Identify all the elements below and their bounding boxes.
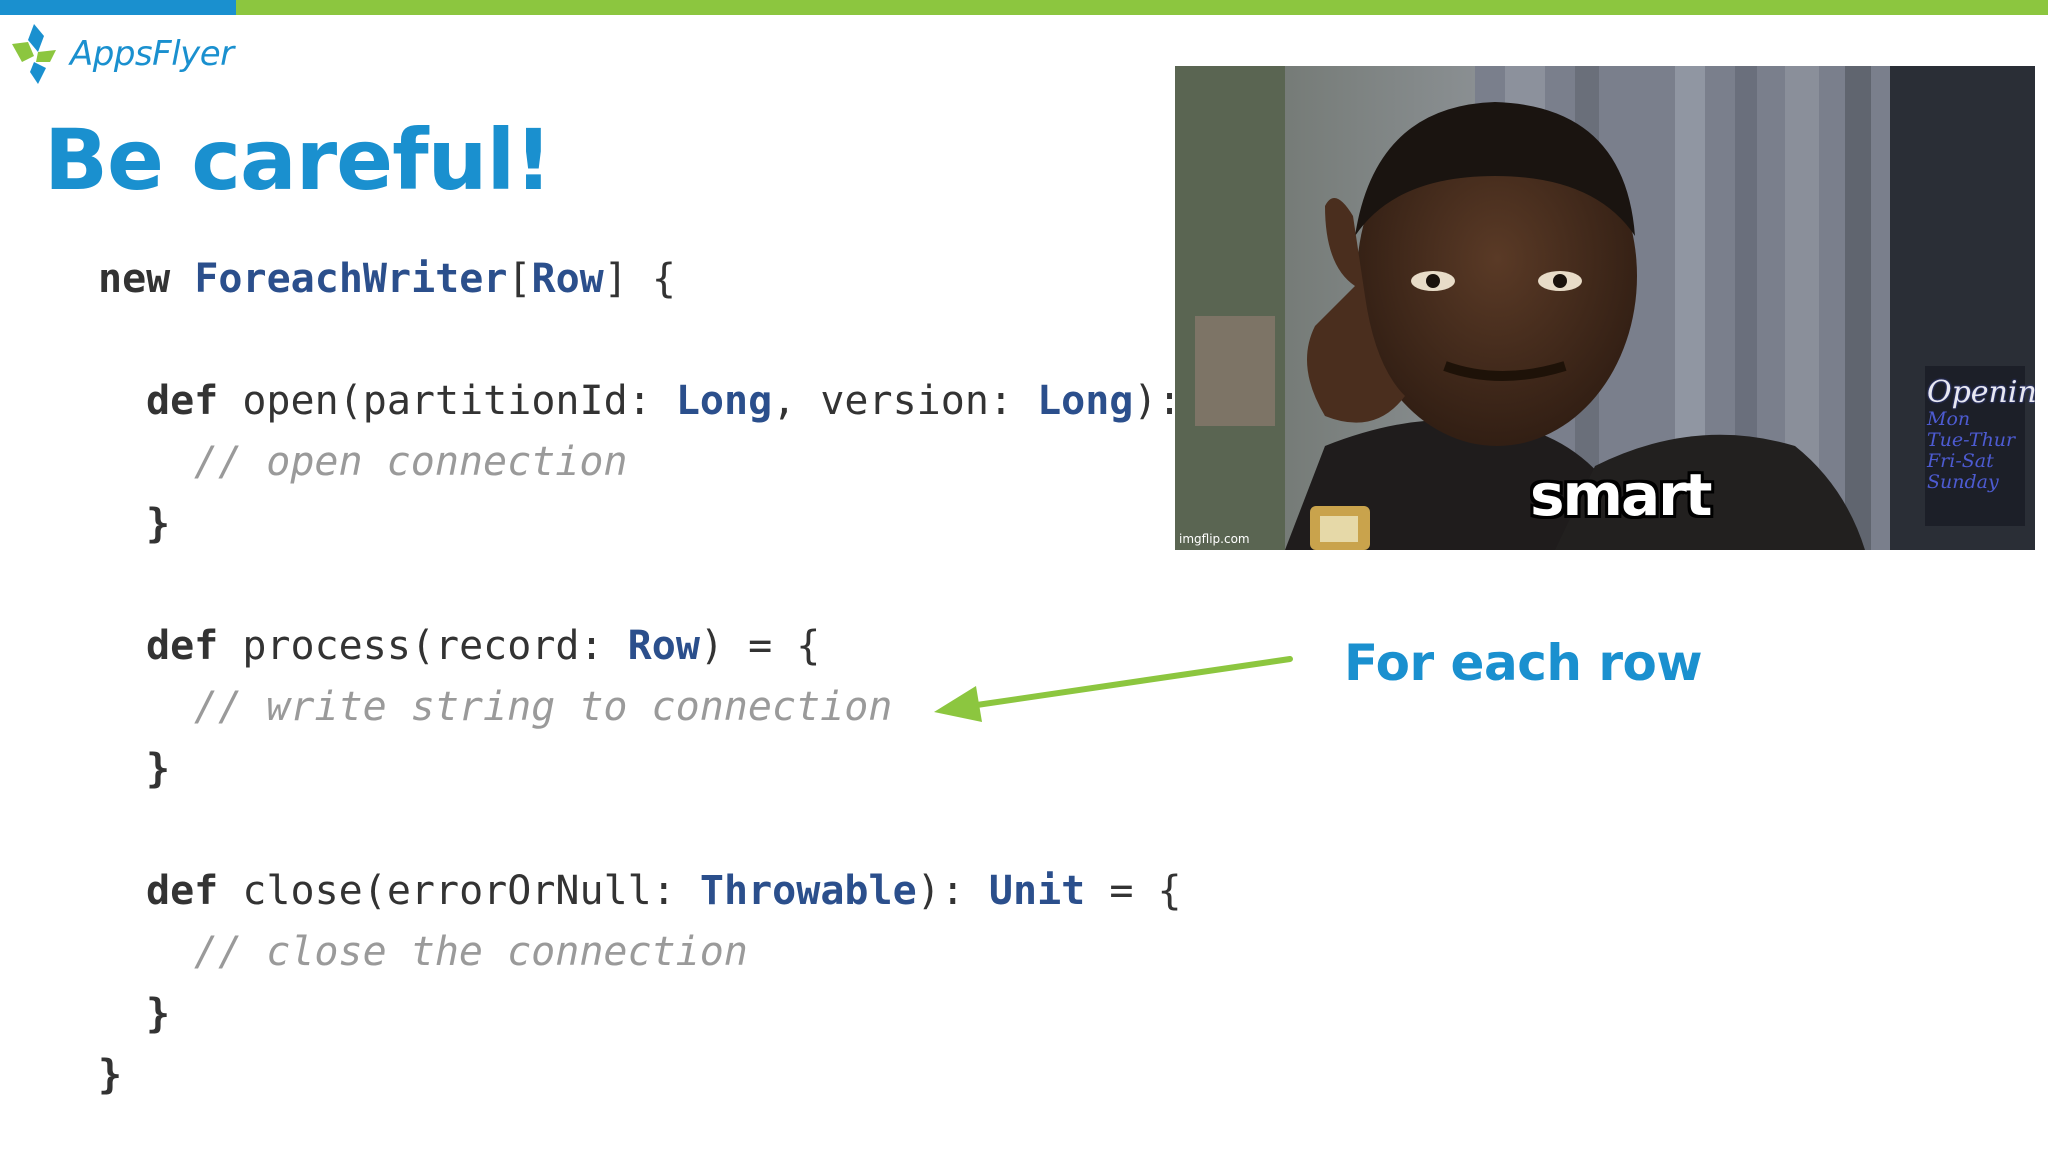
code-plain: open(partitionId:: [242, 378, 676, 424]
slide-title: Be careful!: [44, 111, 553, 209]
code-type: Unit: [988, 868, 1086, 914]
annotation-label: For each row: [1344, 634, 1703, 692]
code-brace: }: [98, 1052, 123, 1098]
meme-sign-row: Tue-Thur: [1927, 428, 2016, 451]
code-plain: ) = {: [699, 623, 821, 669]
code-plain: ] {: [603, 256, 677, 302]
code-plain: [: [507, 256, 532, 302]
meme-sign-row: Sunday: [1927, 470, 1999, 493]
meme-image: Opening Mon Tue-Thur Fri-Sat Sunday smar…: [1175, 66, 2035, 550]
code-line-2: def open(partitionId: Long, version: Lon…: [146, 377, 1182, 425]
logo-text: AppsFlyer: [70, 34, 234, 74]
code-type: ForeachWriter: [194, 256, 508, 302]
meme-sign: Opening Mon Tue-Thur Fri-Sat Sunday: [1927, 376, 2035, 493]
meme-sign-row: Fri-Sat: [1927, 449, 1994, 472]
code-plain: = {: [1085, 868, 1182, 914]
meme-watermark: imgflip.com: [1179, 532, 1250, 546]
code-keyword: new: [98, 256, 171, 302]
code-line-10: }: [146, 990, 170, 1038]
code-comment: // close the connection: [194, 929, 748, 975]
code-brace: }: [146, 746, 171, 792]
code-line-11: }: [98, 1051, 122, 1099]
code-type: Row: [531, 256, 604, 302]
code-comment: // open connection: [194, 439, 628, 485]
code-plain: ):: [1133, 378, 1182, 424]
code-brace: }: [146, 501, 171, 547]
code-line-8: def close(errorOrNull: Throwable): Unit …: [146, 867, 1182, 915]
code-type: Long: [675, 378, 773, 424]
code-line-9: // close the connection: [194, 928, 748, 976]
code-plain: process(record:: [242, 623, 628, 669]
code-keyword: def: [146, 623, 219, 669]
code-type: Throwable: [699, 868, 917, 914]
code-plain: close(errorOrNull:: [242, 868, 700, 914]
code-keyword: def: [146, 868, 219, 914]
appsflyer-logo-icon: [12, 24, 56, 84]
code-line-7: }: [146, 745, 170, 793]
code-line-4: }: [146, 500, 170, 548]
code-line-6: // write string to connection: [194, 683, 892, 731]
code-type: Long: [1037, 378, 1134, 424]
code-plain: ):: [916, 868, 989, 914]
pointer-arrow-icon: [934, 656, 1293, 722]
top-accent-bar: [0, 0, 2048, 15]
code-line-3: // open connection: [194, 438, 627, 486]
code-brace: }: [146, 991, 171, 1037]
top-accent-bar-blue: [0, 0, 236, 15]
code-comment: // write string to connection: [194, 684, 893, 730]
code-type: Row: [627, 623, 700, 669]
meme-sign-row: Mon: [1927, 408, 1971, 430]
meme-caption: smart: [1530, 461, 1712, 529]
meme-sign-title: Opening: [1927, 375, 2035, 410]
appsflyer-logo: AppsFlyer: [8, 22, 234, 86]
code-plain: , version:: [772, 378, 1038, 424]
top-accent-bar-green: [236, 0, 2048, 15]
code-line-5: def process(record: Row) = {: [146, 622, 820, 670]
code-line-1: new ForeachWriter[Row] {: [98, 255, 676, 303]
meme-photo: [1175, 66, 2035, 550]
code-keyword: def: [146, 378, 219, 424]
